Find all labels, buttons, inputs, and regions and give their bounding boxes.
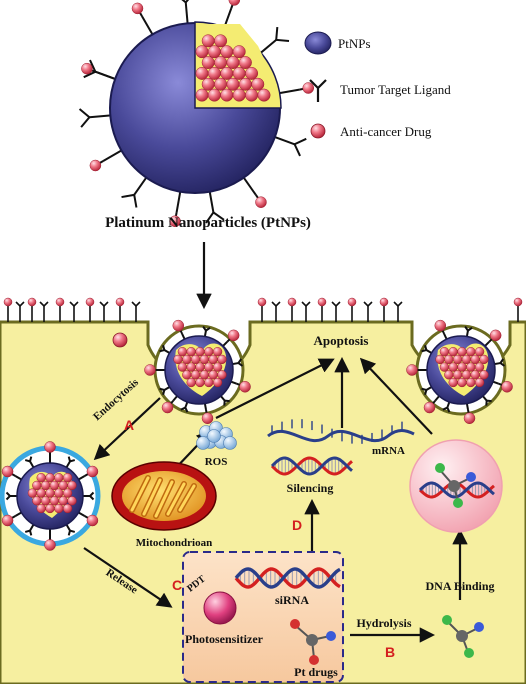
silencing-helix <box>270 456 353 476</box>
pt-drug-molecule <box>290 619 336 665</box>
hydrolysis-label: Hydrolysis <box>356 616 411 630</box>
diagram-title: Platinum Nanoparticles (PtNPs) <box>105 215 311 231</box>
ligand-icon <box>240 172 267 208</box>
ligand-icon <box>75 465 99 482</box>
pathway-letter-a: A <box>124 417 134 433</box>
ptnp-top <box>78 0 315 228</box>
ros-label: ROS <box>205 456 228 468</box>
ligand-icon <box>1 465 25 482</box>
hydrolysis-product <box>442 615 484 658</box>
legend-ptnps-icon <box>304 31 332 55</box>
sirna-label: siRNA <box>275 593 309 607</box>
ligand-icon <box>406 364 431 376</box>
mrna-strand <box>267 419 415 444</box>
ligand-icon <box>463 399 476 425</box>
legend-drug-icon <box>310 123 326 139</box>
ros-cluster <box>196 421 237 450</box>
vesicle-right <box>406 319 513 425</box>
legend-drug-label: Anti-cancer Drug <box>340 124 432 139</box>
ligand-icon <box>273 82 315 96</box>
free-drug <box>112 332 128 348</box>
pathway-letter-b: B <box>385 644 395 660</box>
legend: PtNPs Tumor Target Ligand Anti-cancer Dr… <box>304 31 451 139</box>
apoptosis-label: Apoptosis <box>314 333 369 348</box>
arrow-endocytosis <box>93 397 161 461</box>
mitochondrion <box>111 461 217 531</box>
ligand-icon <box>309 79 327 102</box>
ligand-icon <box>269 134 307 157</box>
ligand-icon <box>81 62 121 82</box>
pathway-letter-d: D <box>292 517 302 533</box>
dna-binding-label: DNA Binding <box>425 579 494 593</box>
mrna-label: mRNA <box>372 445 405 457</box>
ligand-icon <box>172 319 188 344</box>
mitochondrion-label: Mitochondrioan <box>136 537 212 549</box>
ligand-icon <box>121 172 150 208</box>
ligand-icon <box>44 526 56 551</box>
arrow-dna-apoptosis <box>359 357 433 435</box>
vesicle-left <box>144 319 251 425</box>
silencing-label: Silencing <box>287 481 334 495</box>
pt-drugs-label: Pt drugs <box>294 665 338 679</box>
arrow-ros-apoptosis <box>215 358 335 419</box>
pathway-letter-c: C <box>172 577 182 593</box>
photosensitizer-sphere <box>203 591 237 625</box>
pt-molecule-bound <box>435 463 476 508</box>
ligand-icon <box>89 147 127 172</box>
nucleus <box>409 439 503 533</box>
ligand-icon <box>75 510 99 527</box>
membrane-receptors <box>3 297 523 322</box>
sirna-helix <box>234 567 341 589</box>
legend-ligand-label: Tumor Target Ligand <box>340 82 451 97</box>
arrow-release <box>83 547 173 608</box>
legend-ptnps-label: PtNPs <box>338 36 371 51</box>
ligand-icon <box>131 2 156 40</box>
endosome <box>0 441 101 551</box>
photosensitizer-label: Photosensitizer <box>185 632 264 646</box>
ligand-icon <box>1 510 25 527</box>
